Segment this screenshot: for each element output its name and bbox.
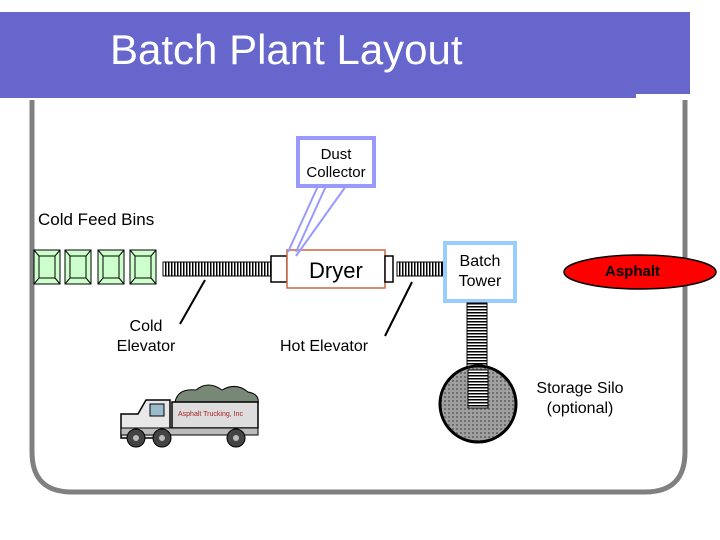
cold-elevator-label: Cold Elevator (104, 317, 188, 357)
asphalt-label: Asphalt (605, 263, 661, 280)
dust-collector-label: Dust Collector (299, 146, 373, 182)
slide-frame (29, 100, 688, 495)
hot-elevator-conveyor (396, 261, 444, 277)
batch-tower-label-line: Batch (459, 253, 501, 270)
truck-logo-text: Asphalt Trucking, Inc (178, 411, 243, 418)
storage-silo-label: Storage Silo (optional) (522, 379, 638, 419)
hot-elevator-label: Hot Elevator (280, 338, 369, 355)
storage-silo-label-line: Storage Silo (536, 380, 624, 397)
asphalt-tank (563, 254, 717, 290)
dust-duct (295, 185, 327, 253)
batch-tower-label-line: Tower (458, 273, 502, 290)
dust-duct (287, 185, 319, 253)
dust-collector-label-line: Dust (320, 146, 352, 163)
cold-feed-bin (33, 249, 61, 285)
title-bar (0, 12, 690, 94)
cold-feed-bins-label: Cold Feed Bins (38, 210, 155, 229)
silo-discharge (467, 369, 489, 409)
cold-elevator-conveyor (162, 261, 272, 277)
cold-feed-bin (97, 249, 125, 285)
batch-tower-label: Batch Tower (447, 252, 513, 292)
cold-elevator-label-line: Elevator (116, 338, 176, 355)
cold-feed-bin (129, 249, 157, 285)
dryer (270, 249, 394, 289)
silo-conveyor (466, 302, 488, 372)
cold-elevator-label-line: Cold (129, 318, 163, 335)
slide-title: Batch Plant Layout (110, 26, 463, 73)
storage-silo-label-line: (optional) (546, 400, 614, 417)
batch-tower (443, 241, 517, 303)
truck-icon (120, 384, 259, 448)
dust-collector (296, 136, 376, 188)
dust-duct (295, 185, 347, 257)
dryer-label: Dryer (309, 258, 363, 283)
hot-elevator-pointer (384, 281, 413, 337)
dust-collector-label-line: Collector (306, 164, 366, 181)
cold-feed-bin (64, 249, 92, 285)
cold-feed-bins (33, 249, 157, 285)
cold-elevator-pointer (179, 279, 206, 325)
